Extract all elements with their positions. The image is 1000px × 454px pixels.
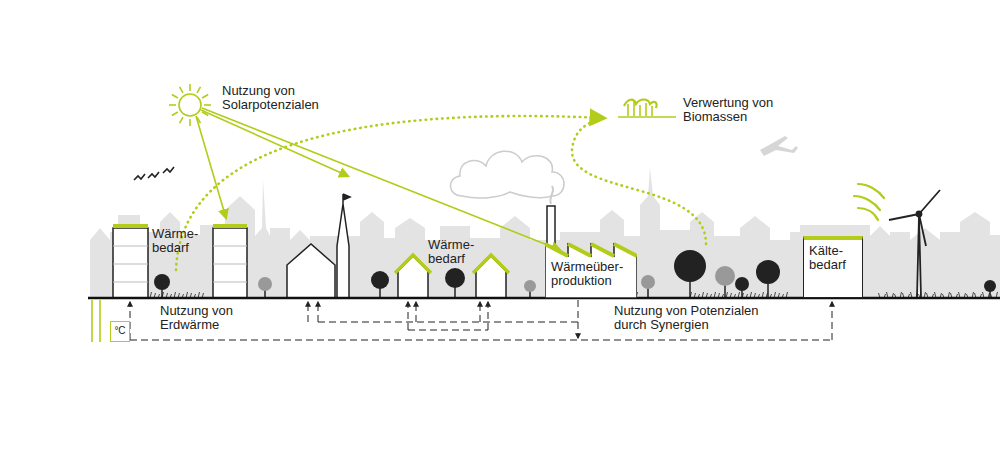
tree — [258, 277, 272, 291]
sun-symbol — [172, 95, 178, 99]
tree — [735, 277, 749, 291]
birds — [134, 167, 174, 180]
sun-symbol — [169, 84, 211, 126]
tower-building — [113, 224, 148, 228]
synergy-network — [308, 302, 309, 322]
biomass-icon — [618, 116, 676, 118]
solar-arrow — [196, 108, 560, 250]
synergy-network — [318, 322, 578, 323]
sun-symbol — [180, 87, 184, 93]
church — [287, 244, 335, 298]
cloud — [450, 151, 564, 198]
house — [476, 256, 506, 298]
node-text: Kälte- bedarf — [809, 244, 857, 272]
smoke — [550, 186, 553, 204]
dotted-flow — [176, 116, 706, 270]
factory-outline — [545, 244, 637, 298]
biomass-icon — [618, 100, 676, 118]
church — [287, 194, 350, 298]
synergy-network — [318, 302, 319, 322]
tree — [641, 275, 655, 289]
sun-symbol — [180, 117, 184, 123]
wind-gust — [854, 184, 884, 220]
tower-building — [113, 224, 247, 298]
tree — [154, 274, 170, 290]
text-label: Wärme- bedarf — [152, 227, 204, 255]
dotted-flow — [176, 116, 604, 270]
wind-turbine — [889, 190, 940, 298]
wind-gust — [858, 208, 878, 220]
tower-building — [213, 228, 247, 298]
wind-turbine — [917, 212, 922, 217]
sun-symbol — [189, 119, 191, 126]
solar-arrow — [201, 110, 348, 176]
sun-symbol — [169, 104, 176, 106]
text-label: Verwertung von Biomassen — [683, 96, 823, 124]
birds — [148, 172, 159, 178]
factory-building: Wärmeüber- produktion — [545, 242, 637, 298]
factory-roof — [545, 244, 637, 256]
synergy-network — [130, 340, 832, 341]
cooling-building: Kälte- bedarf — [803, 236, 863, 298]
text-label: Nutzung von Erdwärme — [158, 304, 262, 332]
sun-symbol — [202, 95, 208, 99]
synergy-network — [408, 302, 409, 330]
tree — [371, 271, 389, 289]
synergy-network — [578, 300, 579, 338]
birds — [134, 174, 145, 180]
airplane — [760, 136, 798, 156]
ground-line — [88, 297, 1000, 300]
sun-symbol — [197, 87, 201, 93]
birds — [163, 167, 174, 173]
biomass-icon — [628, 102, 652, 116]
node-text: Wärmeüber- produktion — [551, 260, 631, 288]
biomass-icon — [624, 100, 657, 109]
sun-symbol — [179, 94, 201, 116]
synergy-network — [408, 330, 488, 331]
wind-gust — [858, 184, 884, 198]
tower-building — [113, 228, 148, 298]
church — [337, 204, 349, 298]
sun-symbol — [189, 84, 191, 91]
tree — [524, 280, 536, 292]
geothermal-probe — [92, 300, 100, 342]
dotted-flow — [572, 119, 706, 244]
wind-turbine — [889, 190, 940, 246]
text-label: Nutzung von Solarpotenzialen — [222, 84, 382, 112]
tree — [984, 280, 996, 292]
synergy-network — [416, 302, 417, 322]
tree — [445, 268, 465, 288]
church — [343, 194, 350, 204]
text-label: Wärme- bedarf — [428, 238, 480, 266]
sun-symbol — [204, 104, 211, 106]
tower-building — [213, 224, 247, 228]
synergy-network — [130, 300, 832, 340]
geothermal-probe — [92, 300, 100, 342]
wind-turbine — [917, 216, 921, 298]
chimney — [547, 206, 555, 248]
tree — [715, 266, 735, 286]
synergy-network — [832, 302, 833, 340]
node-text: °C — [113, 325, 127, 337]
synergy-network — [488, 302, 489, 330]
tree — [756, 260, 780, 284]
temperature-box: °C — [110, 321, 130, 342]
tree — [674, 250, 706, 282]
solar-arrow — [202, 108, 560, 250]
sun-symbol — [172, 112, 178, 116]
house — [398, 256, 428, 298]
text-label: Nutzung von Potenzialen durch Synergien — [612, 304, 794, 332]
synergy-network — [480, 302, 481, 322]
